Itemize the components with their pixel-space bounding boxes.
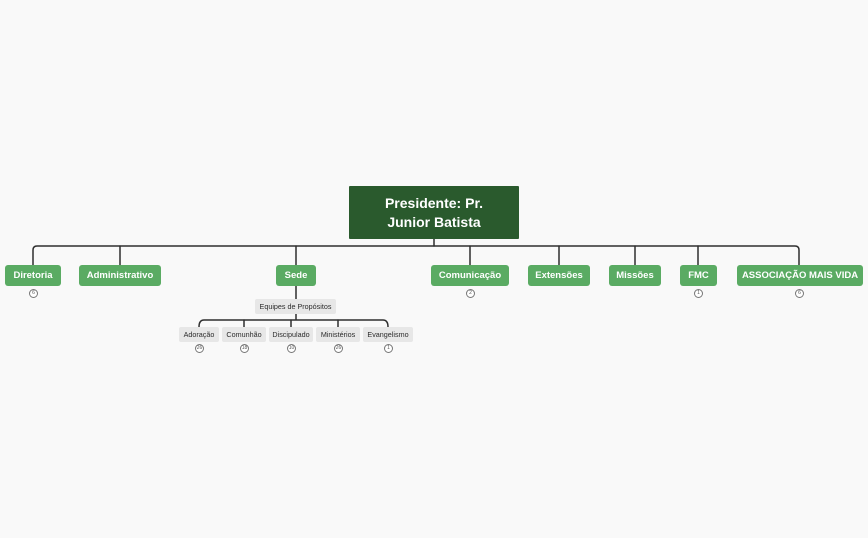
team-label: Adoração bbox=[183, 330, 215, 339]
team-adoracao[interactable]: Adoração bbox=[179, 327, 219, 342]
branch-label: Diretoria bbox=[13, 270, 53, 281]
connector-teams bbox=[198, 313, 389, 328]
root-title: Presidente: Pr. Junior Batista bbox=[384, 194, 484, 230]
branch-label: Sede bbox=[284, 270, 308, 281]
branch-label: Missões bbox=[616, 270, 654, 281]
team-label: Evangelismo bbox=[367, 330, 409, 339]
count-badge-ministerios[interactable]: 26 bbox=[334, 344, 343, 353]
branch-comunicacao[interactable]: Comunicação bbox=[431, 265, 509, 286]
branch-label: FMC bbox=[688, 270, 709, 281]
team-label: Comunhão bbox=[226, 330, 262, 339]
team-evangelismo[interactable]: Evangelismo bbox=[363, 327, 413, 342]
team-ministerios[interactable]: Ministérios bbox=[316, 327, 360, 342]
branch-fmc[interactable]: FMC bbox=[680, 265, 717, 286]
count-badge-adoracao[interactable]: 26 bbox=[195, 344, 204, 353]
count-badge-discipulado[interactable]: 10 bbox=[287, 344, 296, 353]
root-node-presidente[interactable]: Presidente: Pr. Junior Batista bbox=[349, 186, 519, 239]
node-equipes-de-propositos[interactable]: Equipes de Propósitos bbox=[255, 299, 336, 314]
team-label: Discipulado bbox=[272, 330, 310, 339]
count-badge-comunicacao[interactable]: 2 bbox=[466, 289, 475, 298]
branch-associacao-mais-vida[interactable]: ASSOCIAÇÃO MAIS VIDA bbox=[737, 265, 863, 286]
branch-extensoes[interactable]: Extensões bbox=[528, 265, 590, 286]
branch-diretoria[interactable]: Diretoria bbox=[5, 265, 61, 286]
branch-label: ASSOCIAÇÃO MAIS VIDA bbox=[741, 270, 859, 281]
connector-trunk bbox=[32, 245, 800, 266]
count-badge-associacao[interactable]: 6 bbox=[795, 289, 804, 298]
count-badge-comunhao[interactable]: 18 bbox=[240, 344, 249, 353]
branch-missoes[interactable]: Missões bbox=[609, 265, 661, 286]
branch-sede[interactable]: Sede bbox=[276, 265, 316, 286]
branch-label: Comunicação bbox=[438, 270, 502, 281]
count-badge-fmc[interactable]: 1 bbox=[694, 289, 703, 298]
branch-administrativo[interactable]: Administrativo bbox=[79, 265, 161, 286]
team-discipulado[interactable]: Discipulado bbox=[269, 327, 313, 342]
branch-label: Extensões bbox=[535, 270, 583, 281]
team-comunhao[interactable]: Comunhão bbox=[222, 327, 266, 342]
team-label: Ministérios bbox=[320, 330, 356, 339]
count-badge-diretoria[interactable]: 6 bbox=[29, 289, 38, 298]
count-badge-evangelismo[interactable]: 1 bbox=[384, 344, 393, 353]
group-label: Equipes de Propósitos bbox=[259, 302, 332, 311]
branch-label: Administrativo bbox=[86, 270, 154, 281]
